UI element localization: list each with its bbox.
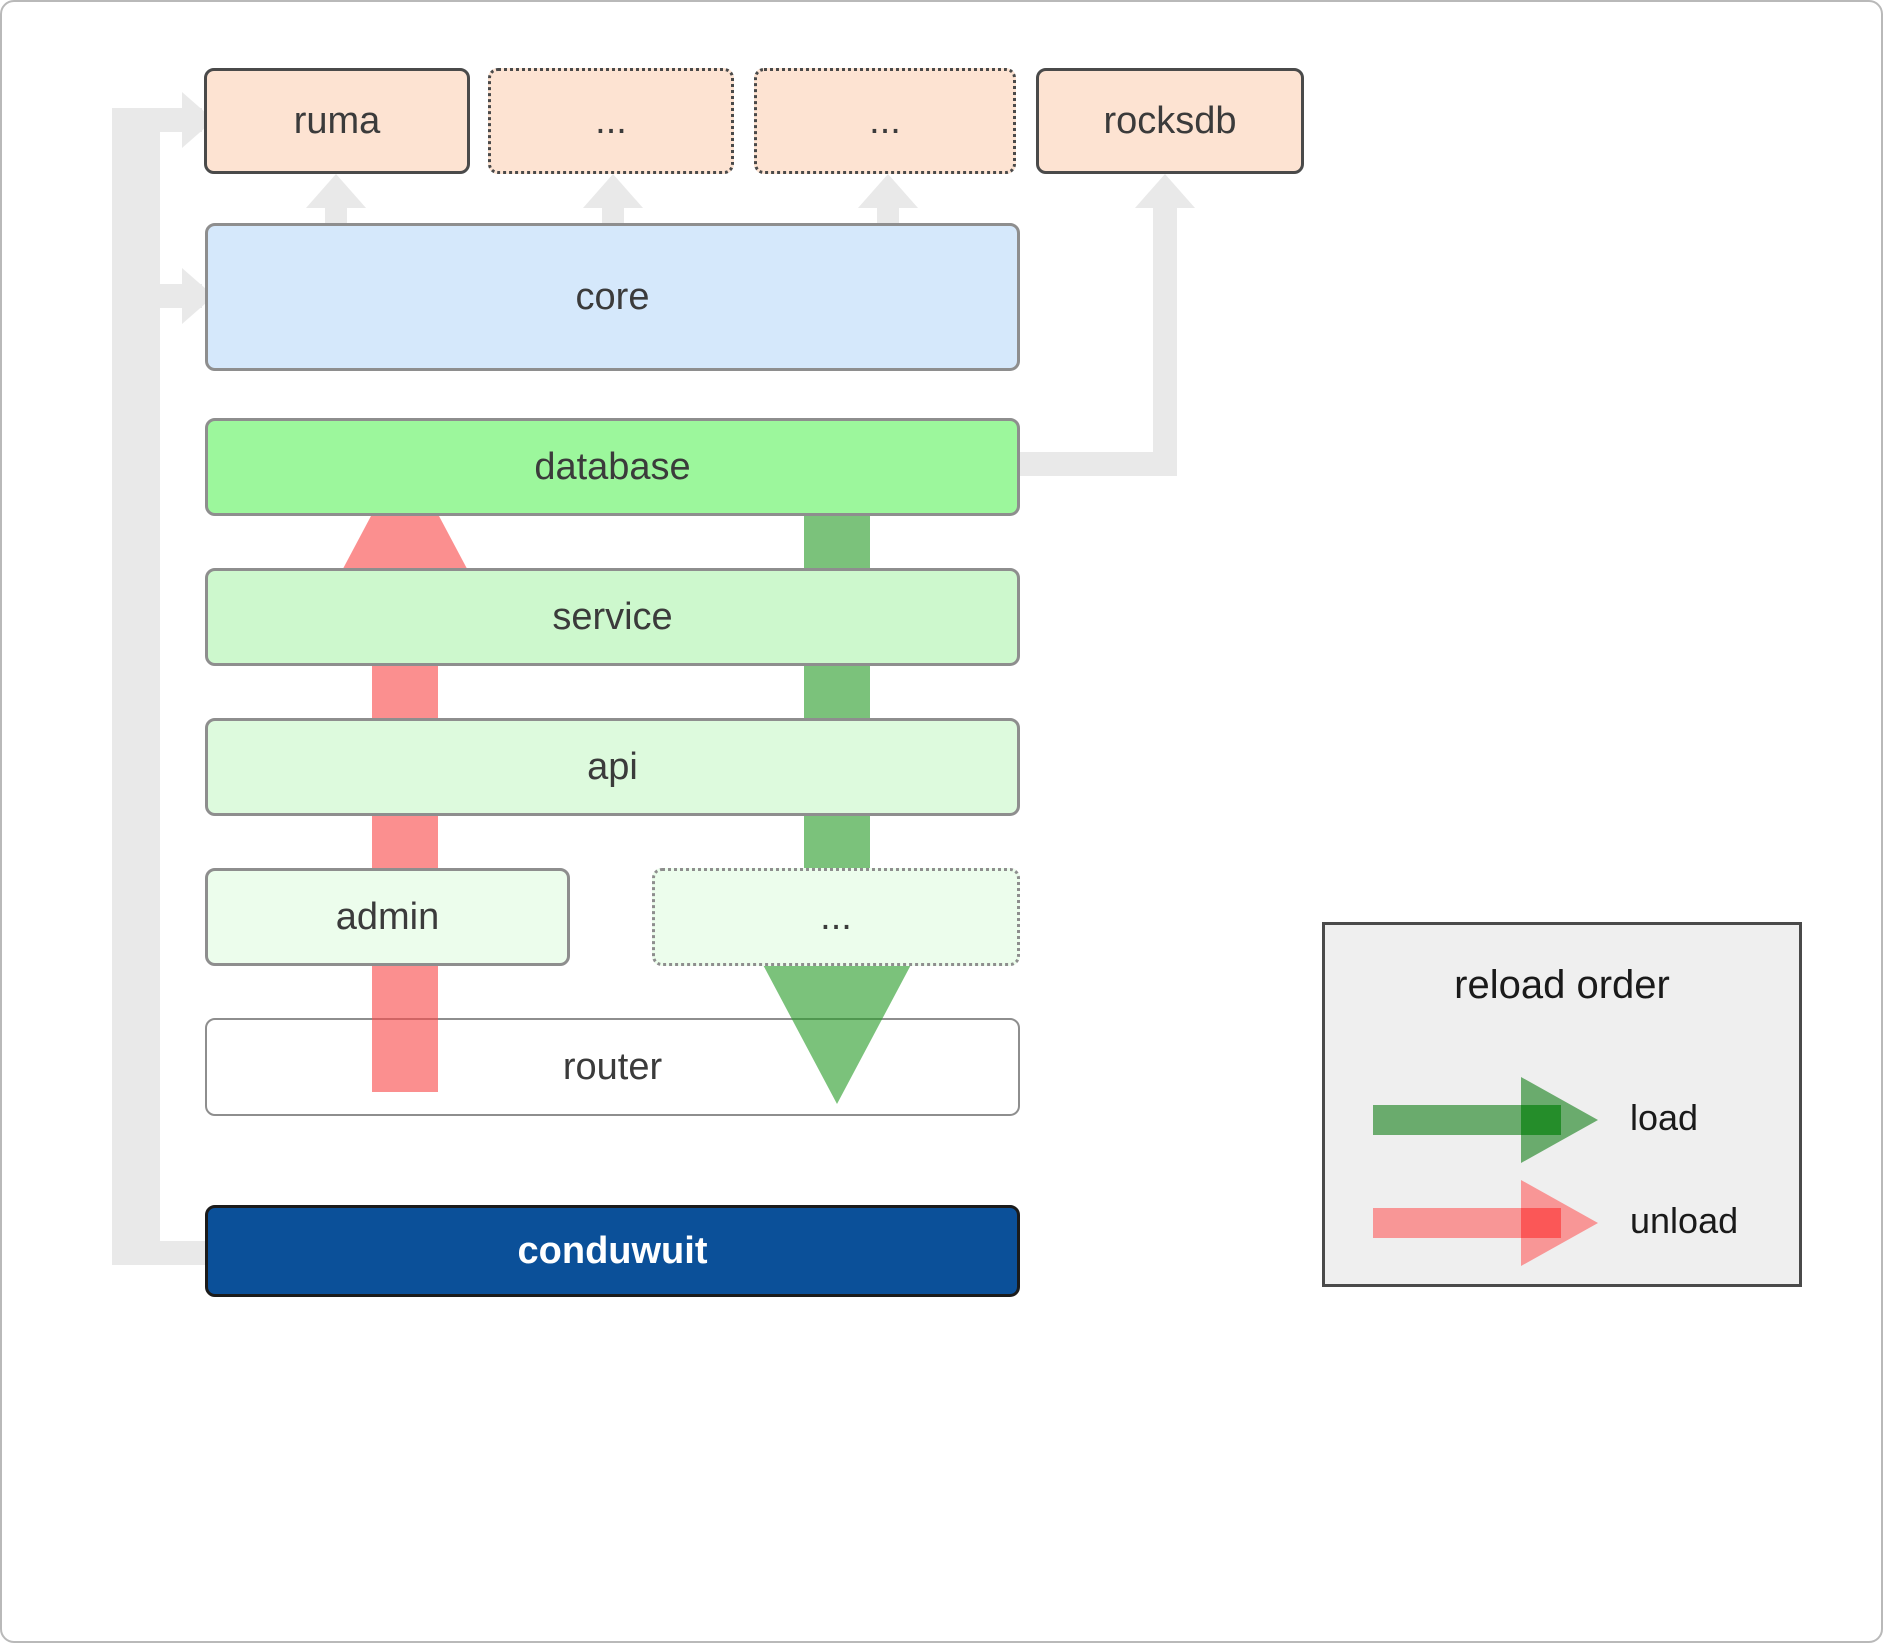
app-label-conduwuit: conduwuit — [517, 1229, 708, 1272]
layer-label-router: router — [562, 1045, 663, 1088]
connector-left-trunk-vertical — [112, 130, 136, 1265]
layer-box-database[interactable]: database — [205, 418, 1020, 516]
connector-arrow-to-rocksdb — [1135, 174, 1195, 208]
dependency-box-placeholder-1[interactable]: ... — [488, 68, 734, 174]
layer-box-placeholder[interactable]: ... — [652, 868, 1020, 966]
layer-label-service: service — [552, 595, 673, 638]
legend-load-arrow-icon — [1373, 1077, 1598, 1168]
connector-arrow-core-to-dep2 — [583, 174, 643, 208]
legend-panel: reload order load unload — [1322, 922, 1802, 1287]
layer-label-database: database — [534, 445, 691, 488]
legend-unload-label: unload — [1630, 1200, 1739, 1241]
connector-arrow-core-to-ruma — [306, 174, 366, 208]
connector-arrow-core-to-dep3 — [858, 174, 918, 208]
dependency-label-rocksdb: rocksdb — [1103, 99, 1237, 142]
legend-title: reload order — [1454, 963, 1670, 1007]
layer-box-router[interactable]: router — [205, 1018, 1020, 1116]
layer-label-api: api — [587, 745, 638, 788]
layer-box-api[interactable]: api — [205, 718, 1020, 816]
layer-label-admin: admin — [335, 895, 440, 938]
dependency-label-ruma: ruma — [293, 99, 381, 142]
layer-label-placeholder: ... — [820, 895, 852, 938]
dependency-label-placeholder-2: ... — [869, 99, 901, 142]
layer-box-admin[interactable]: admin — [205, 868, 570, 966]
connector-inner-riser — [136, 130, 160, 1265]
dependency-box-ruma[interactable]: ruma — [204, 68, 470, 174]
connector-database-to-rocksdb-vertical — [1153, 202, 1177, 476]
dependency-box-rocksdb[interactable]: rocksdb — [1036, 68, 1304, 174]
dependency-label-placeholder-1: ... — [595, 99, 627, 142]
legend-unload-arrow-icon — [1373, 1180, 1598, 1271]
dependency-box-placeholder-2[interactable]: ... — [754, 68, 1016, 174]
layer-box-service[interactable]: service — [205, 568, 1020, 666]
legend-load-label: load — [1630, 1097, 1699, 1138]
app-box-conduwuit[interactable]: conduwuit — [205, 1205, 1020, 1297]
connector-database-to-rocksdb-horizontal — [1012, 452, 1177, 476]
layer-box-core[interactable]: core — [205, 223, 1020, 371]
layer-label-core: core — [575, 275, 650, 318]
